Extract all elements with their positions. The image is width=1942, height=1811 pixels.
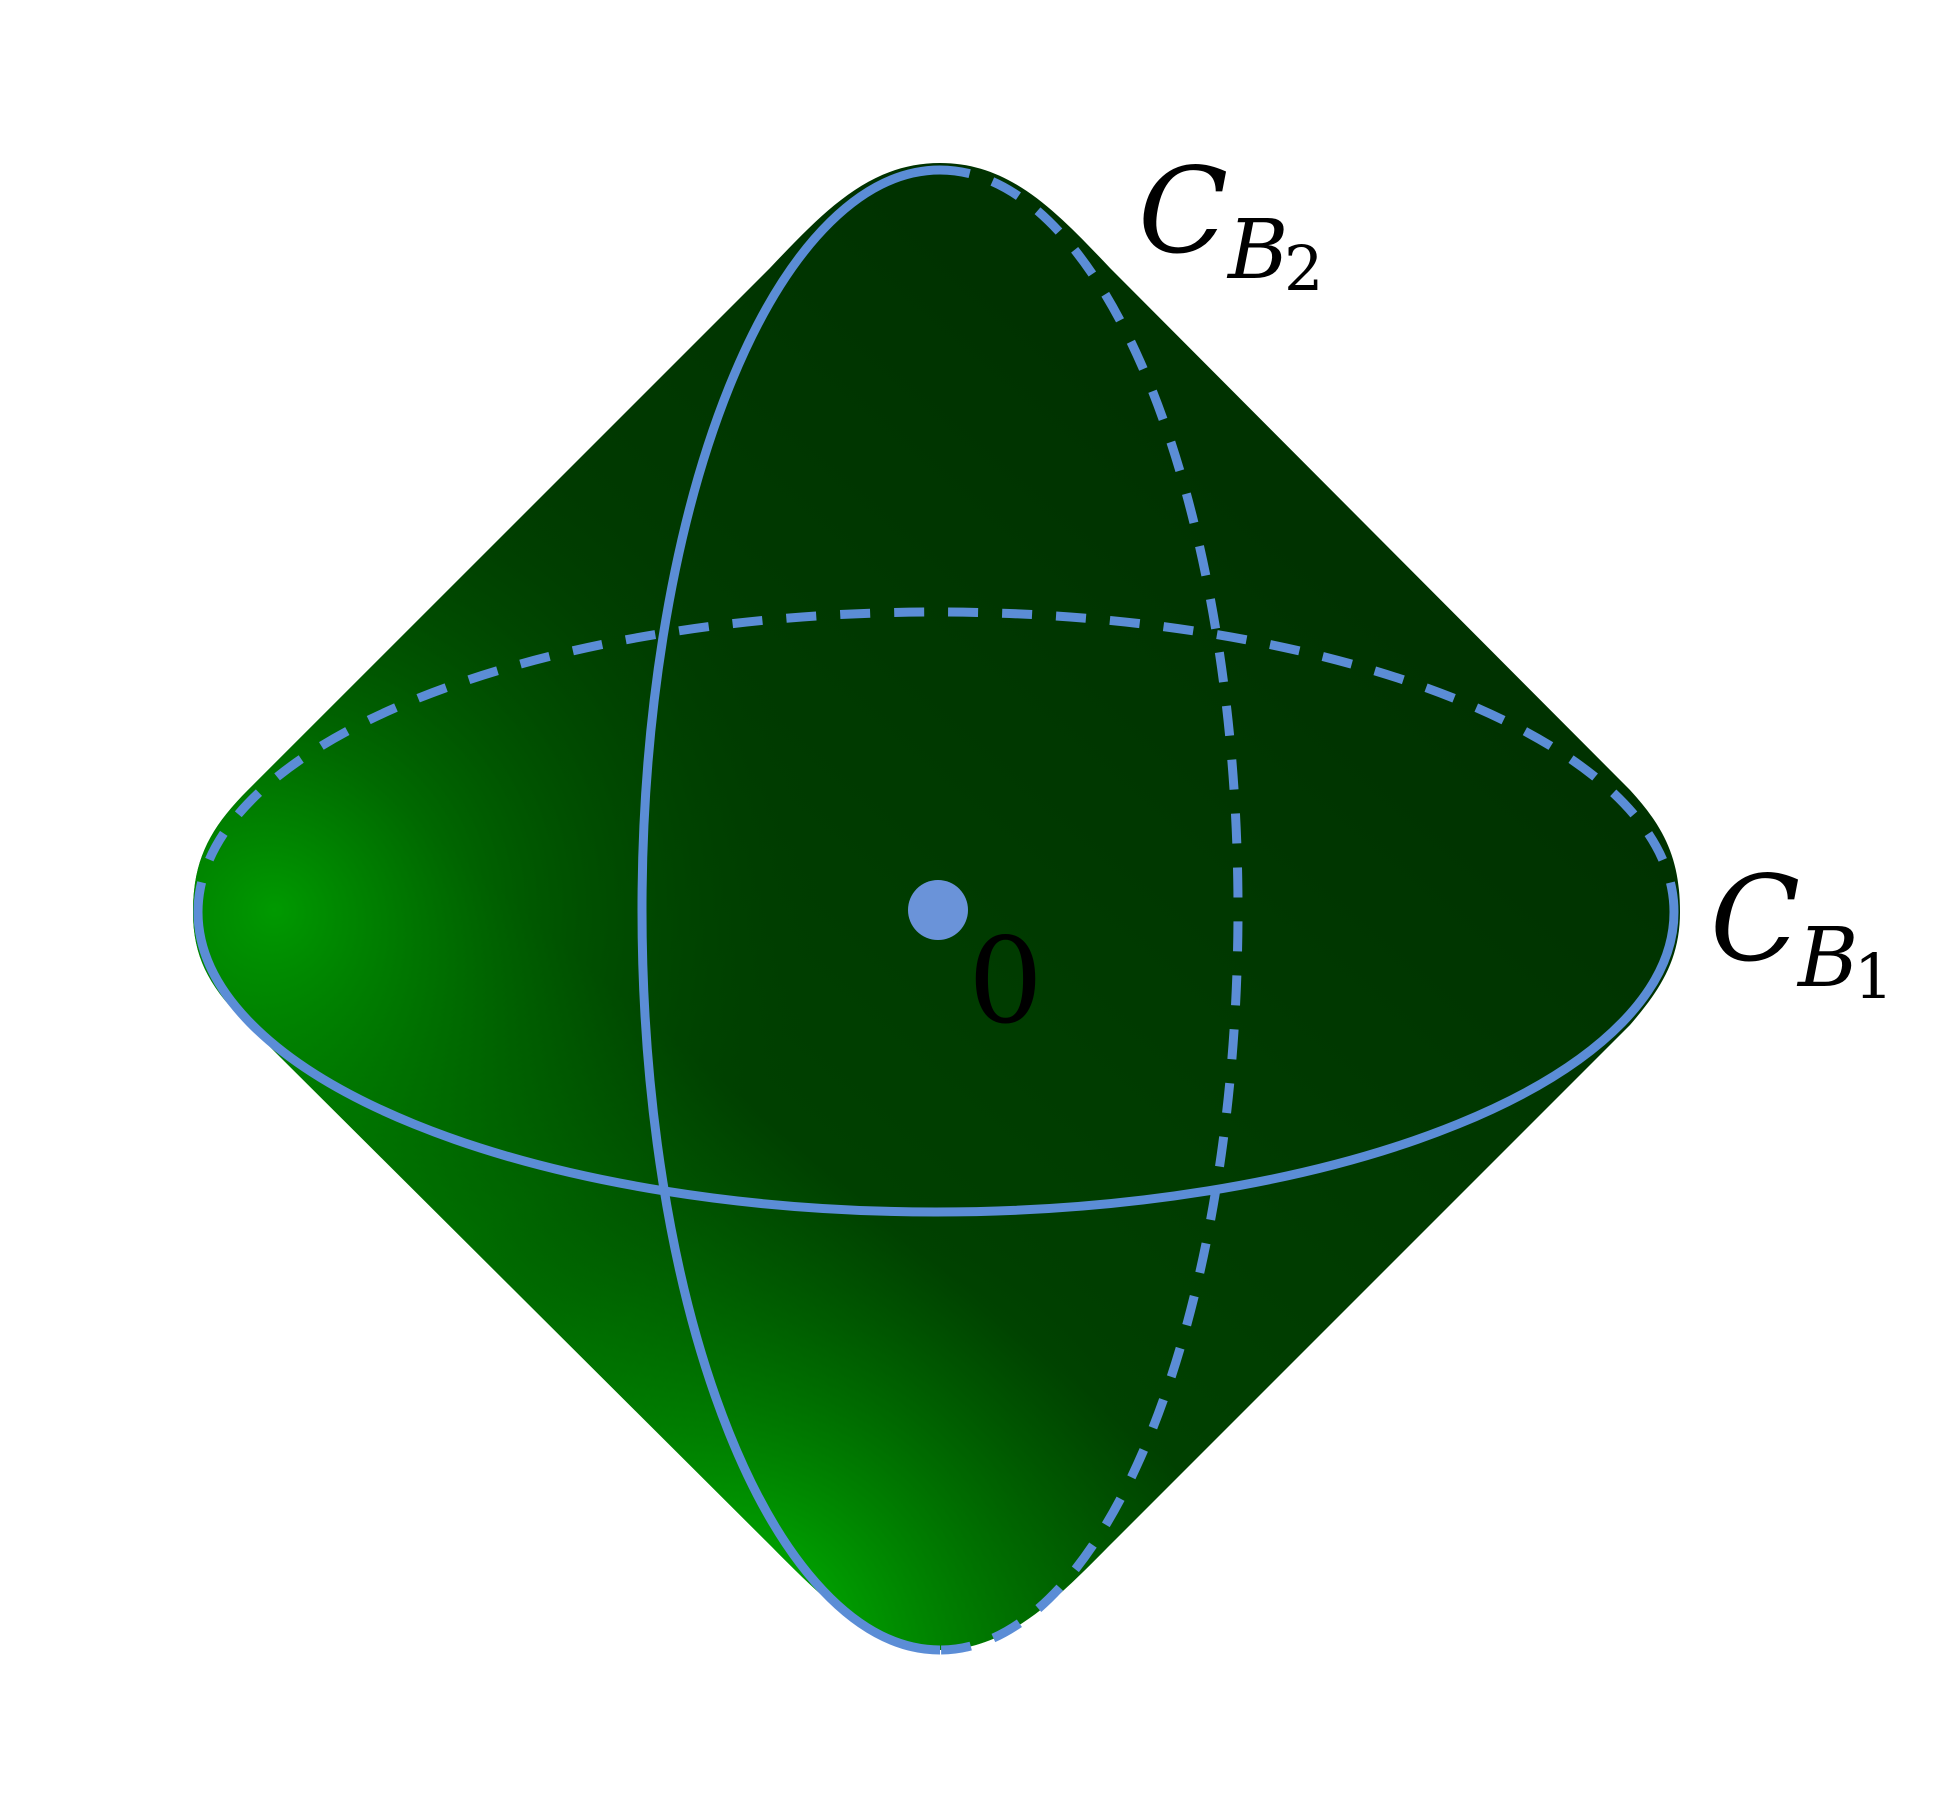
curve-b2-label-sub-index: 2: [1284, 232, 1323, 305]
curve-b1-visible-half: [193, 911, 1679, 1217]
curve-b2-label: C B 2: [1138, 142, 1323, 305]
curve-b2-hidden-half: [939, 165, 1243, 1655]
curve-b2-label-main: C: [1138, 142, 1228, 280]
origin-point: [908, 880, 968, 940]
visible-curve-segments: [193, 165, 1679, 1655]
curve-b1-label-sub-index: 1: [1854, 940, 1893, 1013]
curve-b1-hidden-half: [193, 607, 1679, 913]
hidden-curve-segments: [193, 165, 1679, 1655]
curve-b1-label-main: C: [1710, 850, 1800, 988]
curve-b1-label-sub-letter: B: [1796, 911, 1858, 1006]
curve-b2-label-sub-letter: B: [1226, 203, 1288, 298]
origin-label: 0: [968, 912, 1043, 1050]
curve-b1-label: C B 1: [1710, 850, 1893, 1013]
curve-b2-visible-half: [637, 165, 941, 1655]
